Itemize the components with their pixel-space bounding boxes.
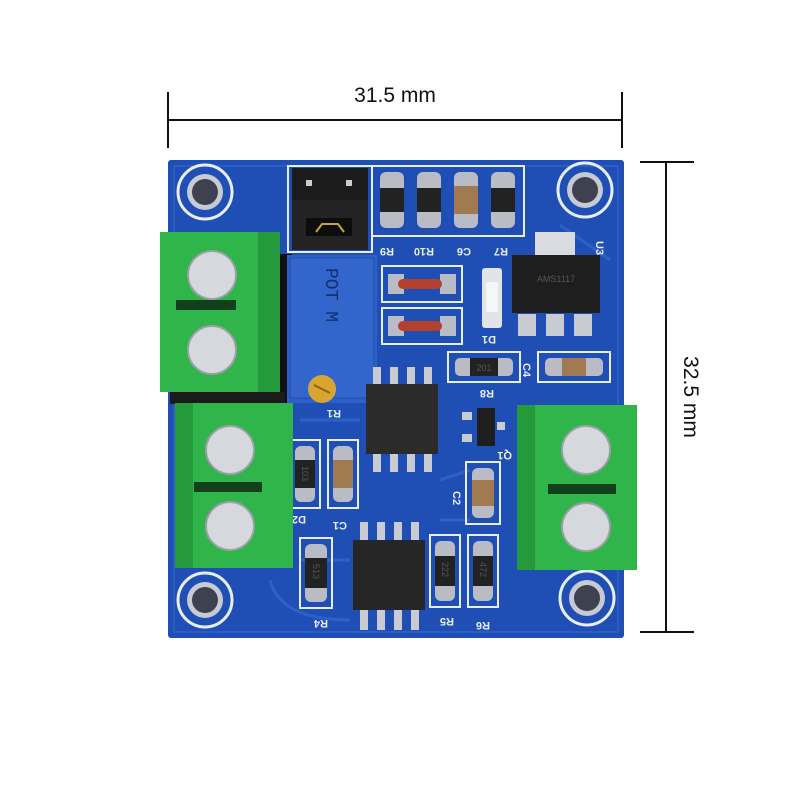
resistor-r6: [473, 556, 493, 586]
label-u3: U3: [593, 241, 605, 255]
resistor: [295, 460, 315, 488]
ic-chip-bottom: [353, 522, 425, 630]
mounting-hole: [556, 161, 614, 219]
resistor-r4: [305, 558, 327, 588]
screw: [561, 502, 611, 552]
width-dimension: 31.5 mm: [167, 84, 623, 148]
height-label: 32.5 mm: [679, 356, 702, 438]
label-d1: D1: [482, 333, 496, 345]
screw: [205, 501, 255, 551]
terminal-block-left-top: [160, 232, 280, 392]
mounting-hole: [558, 569, 616, 627]
terminal-block-left-bottom: [175, 403, 293, 568]
label-r8: R8: [480, 387, 494, 399]
screw: [187, 325, 237, 375]
mounting-hole: [176, 571, 234, 629]
capacitor-c4: [562, 358, 586, 376]
screw: [205, 425, 255, 475]
transistor-q1: [477, 408, 495, 446]
width-label: 31.5 mm: [354, 84, 436, 107]
resistor-r8: [470, 358, 498, 376]
resistor-r5: [435, 556, 455, 586]
label-r10: R10: [414, 245, 434, 257]
label-c1: C1: [333, 519, 347, 531]
label-r7: R7: [494, 245, 508, 257]
label-r9: R9: [380, 245, 394, 257]
screw: [187, 250, 237, 300]
jumper-header: [287, 165, 373, 253]
label-c6: C6: [457, 245, 471, 257]
regulator-marking: AMS1117: [537, 274, 575, 284]
resistor-code: 513: [311, 564, 321, 579]
potentiometer: POT M: [280, 254, 377, 404]
ic-chip-top: [366, 367, 438, 472]
mounting-hole: [176, 163, 234, 221]
label-r6: R6: [476, 619, 490, 631]
resistor-code: 472: [478, 562, 488, 577]
height-dimension: 32.5 mm: [640, 161, 702, 633]
mounting-holes: [176, 161, 616, 629]
label-c2: C2: [450, 491, 462, 505]
label-r4: R4: [313, 617, 328, 629]
resistor-code: 222: [440, 562, 450, 577]
voltage-regulator-u3: AMS1117: [512, 232, 600, 336]
capacitor-c1: [333, 460, 353, 488]
capacitor-c2: [472, 480, 494, 506]
label-r5: R5: [440, 615, 454, 627]
screw: [561, 425, 611, 475]
label-d2: D2: [292, 513, 306, 525]
terminal-block-right: [517, 405, 637, 570]
resistor-code: 201: [476, 363, 491, 373]
smd-components-top: [371, 165, 525, 237]
diodes: [381, 265, 463, 345]
label-q1: Q1: [497, 449, 512, 461]
label-r1: R1: [327, 407, 341, 419]
label-c4: C4: [520, 363, 532, 378]
pot-marking: POT M: [320, 268, 340, 322]
resistor-code: 103: [300, 466, 310, 481]
